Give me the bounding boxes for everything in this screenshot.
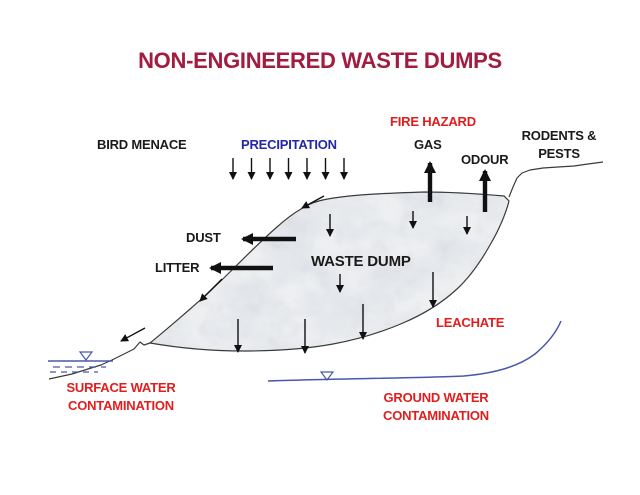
litter-label: LITTER (155, 260, 200, 275)
ground-water-line2: CONTAMINATION (383, 408, 489, 423)
precipitation-label: PRECIPITATION (241, 137, 337, 152)
slope-runoff-arrows (120, 195, 325, 342)
odour-label: ODOUR (461, 152, 509, 167)
ground-water-line (267, 320, 562, 382)
surface-water-contamination-label: SURFACE WATER CONTAMINATION (57, 379, 185, 415)
leachate-arrows (234, 211, 471, 354)
surface-water-line2: CONTAMINATION (68, 398, 174, 413)
surface-water-line1: SURFACE WATER (66, 380, 176, 395)
rodents-pests-line1: RODENTS & (521, 128, 597, 143)
water-level-icon (319, 371, 335, 381)
surface-water-body (48, 351, 113, 373)
rodents-pests-label: RODENTS & PESTS (514, 127, 604, 163)
leachate-label: LEACHATE (436, 315, 505, 330)
ground-water-contamination-label: GROUND WATER CONTAMINATION (373, 389, 499, 425)
rodents-pests-line2: PESTS (538, 146, 580, 161)
water-level-icon (78, 351, 94, 361)
page-title: NON-ENGINEERED WASTE DUMPS (138, 48, 502, 73)
ground-water-line1: GROUND WATER (383, 390, 489, 405)
terrain-line-right (508, 161, 604, 198)
waste-dump-label: WASTE DUMP (311, 253, 411, 270)
precipitation-arrows (229, 158, 348, 180)
fire-hazard-label: FIRE HAZARD (390, 114, 476, 129)
terrain-line-left (48, 341, 151, 380)
bird-menace-label: BIRD MENACE (97, 137, 187, 152)
dust-label: DUST (186, 230, 221, 245)
gas-label: GAS (414, 137, 442, 152)
